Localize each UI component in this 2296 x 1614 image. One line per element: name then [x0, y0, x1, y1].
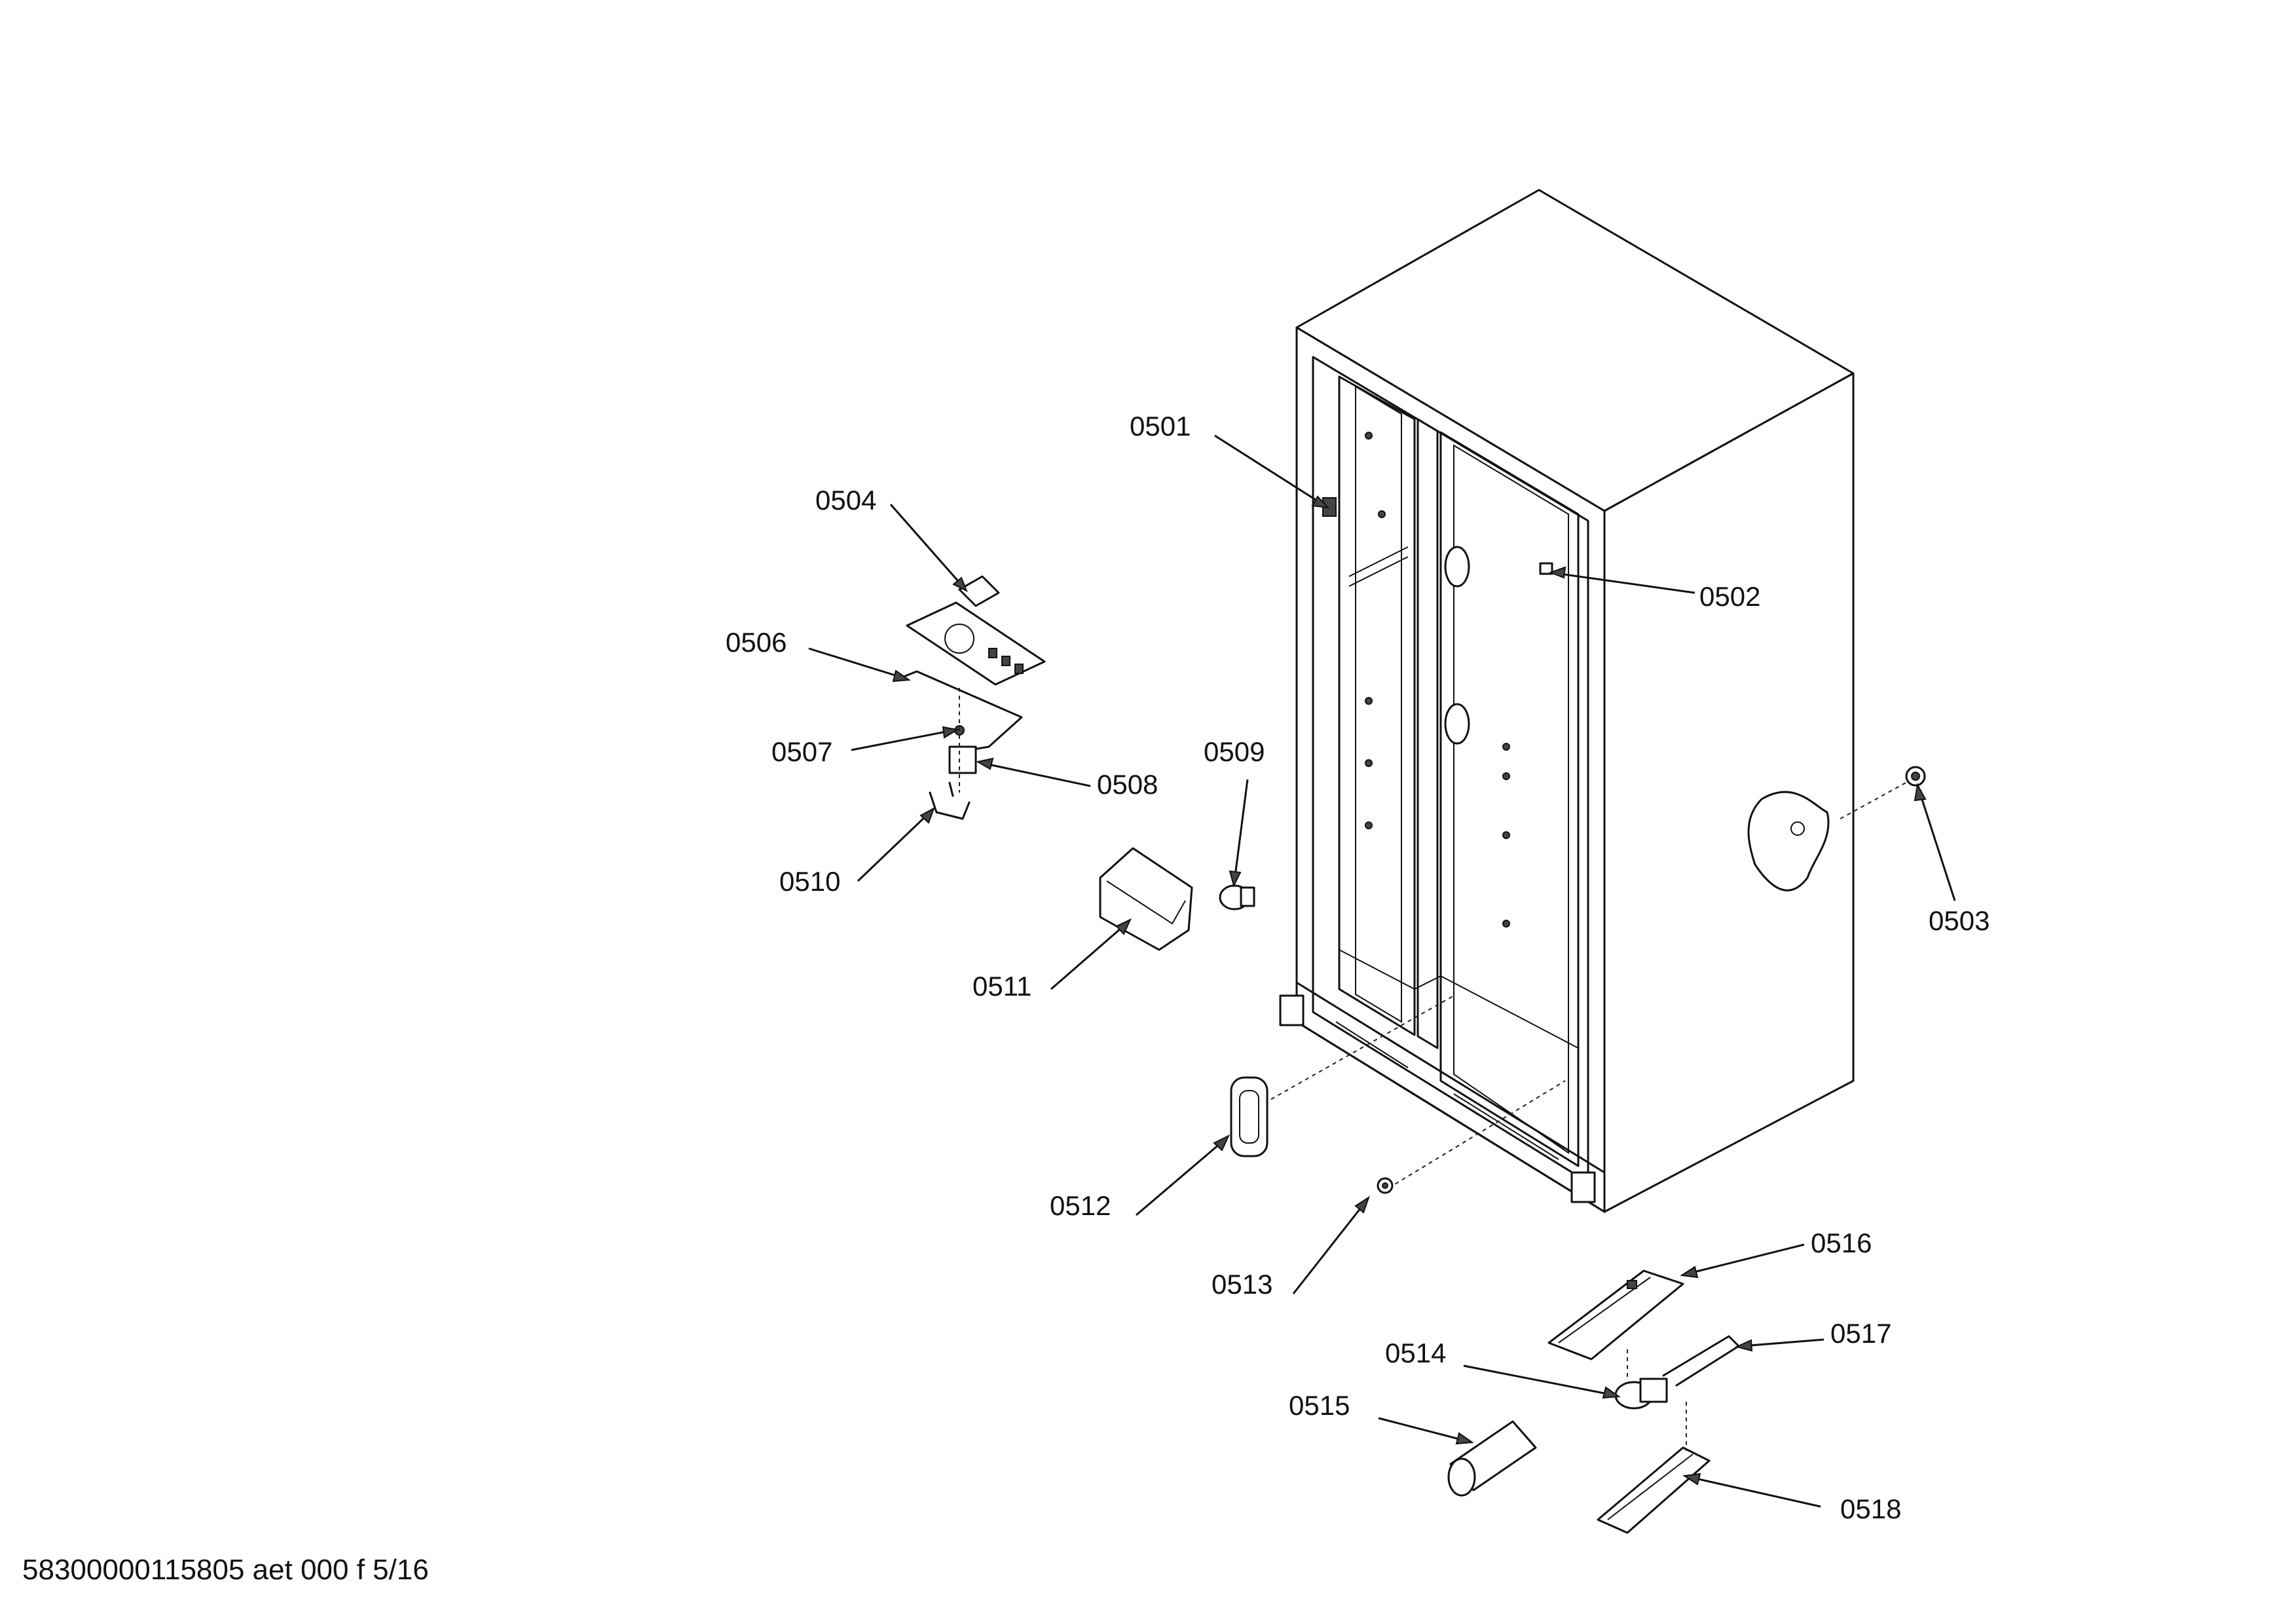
label-0513: 0513	[1212, 1269, 1272, 1300]
callout-0506: 0506	[726, 627, 911, 683]
label-0503: 0503	[1929, 905, 1990, 936]
grommet-part	[1840, 766, 1926, 819]
callout-0508: 0508	[976, 757, 1158, 800]
dispenser-assembly	[899, 575, 1046, 820]
callout-0515: 0515	[1289, 1390, 1474, 1445]
label-0506: 0506	[726, 627, 787, 658]
callout-0504: 0504	[815, 485, 968, 593]
label-0508: 0508	[1097, 769, 1158, 800]
label-0502: 0502	[1699, 581, 1760, 612]
callout-0517: 0517	[1735, 1318, 1891, 1352]
nut-part	[1377, 1177, 1394, 1194]
water-filter-assembly	[1447, 1269, 1740, 1534]
plug-part	[1219, 884, 1255, 910]
label-0514: 0514	[1385, 1338, 1446, 1368]
callout-0509: 0509	[1204, 736, 1265, 888]
label-0509: 0509	[1204, 736, 1265, 767]
callout-0501: 0501	[1130, 411, 1330, 509]
label-0511: 0511	[972, 971, 1031, 1002]
callout-0507: 0507	[771, 726, 959, 767]
callout-0512: 0512	[1050, 1134, 1231, 1221]
label-0518: 0518	[1840, 1493, 1901, 1524]
callout-0514: 0514	[1385, 1338, 1621, 1399]
label-0507: 0507	[771, 736, 832, 767]
label-0516: 0516	[1811, 1228, 1872, 1258]
label-0512: 0512	[1050, 1190, 1111, 1221]
label-0517: 0517	[1830, 1318, 1891, 1349]
callout-0502: 0502	[1549, 566, 1760, 612]
callout-0503: 0503	[1914, 782, 1990, 936]
label-0515: 0515	[1289, 1390, 1350, 1421]
grille-part	[1230, 1076, 1268, 1157]
callout-0513: 0513	[1212, 1195, 1370, 1300]
callout-0510: 0510	[779, 806, 935, 897]
refrigerator-cabinet	[1257, 189, 1855, 1213]
document-code: 58300000115805 aet 000 f 5/16	[22, 1554, 429, 1586]
label-0504: 0504	[815, 485, 876, 516]
label-0510: 0510	[779, 866, 840, 897]
callout-0516: 0516	[1680, 1228, 1872, 1279]
callout-0518: 0518	[1682, 1473, 1901, 1524]
callout-0511: 0511	[972, 918, 1132, 1002]
label-0501: 0501	[1130, 411, 1191, 441]
